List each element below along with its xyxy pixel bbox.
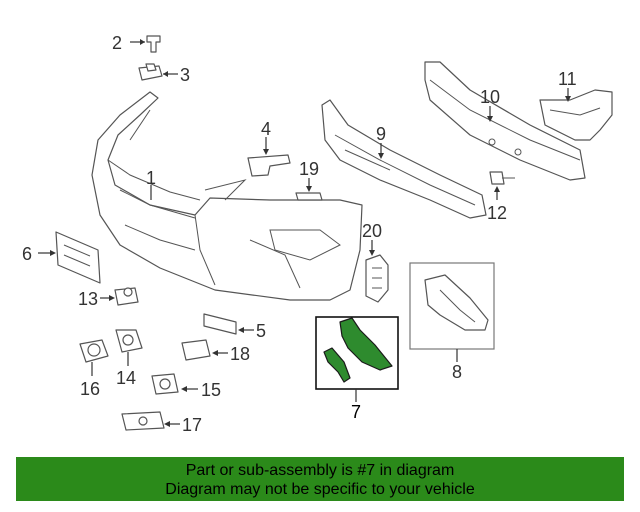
callout-11: 11 [558,69,577,89]
callout-10: 10 [480,87,500,107]
part-10-beam [424,61,586,181]
part-18-clip [181,339,228,361]
callout-8: 8 [452,362,462,382]
callout-19: 19 [299,159,319,179]
callout-18: 18 [230,344,250,364]
part-13-sensor [100,287,139,306]
part-2-clip [130,35,161,53]
part-9-absorber [321,99,487,219]
callout-9: 9 [376,124,386,144]
callout-16: 16 [80,379,100,399]
part-15-holder [151,373,198,395]
part-7-highlighted [315,316,399,402]
part-8-box [409,262,495,362]
callout-3: 3 [180,65,190,85]
part-17-bracket [121,411,180,431]
callout-15: 15 [201,380,221,400]
part-16-sensor [79,339,109,376]
part-4-bracket [247,137,291,177]
part-19-pad [295,178,323,201]
part-12-bolt [489,171,515,200]
callout-17: 17 [182,415,202,435]
part-5-strip [203,313,254,335]
callout-5: 5 [256,321,266,341]
part-1-bumper-cover [91,91,363,301]
callout-4: 4 [261,119,271,139]
callout-12: 12 [487,203,507,223]
part-3-retainer [138,63,178,81]
callout-2: 2 [112,33,122,53]
callout-1: 1 [146,168,156,188]
banner-line-2: Diagram may not be specific to your vehi… [165,481,475,498]
callout-13: 13 [78,289,98,309]
callout-6: 6 [22,244,32,264]
part-11-arm [539,88,613,141]
callout-20: 20 [362,221,382,241]
part-14-retainer [115,329,143,366]
callout-14: 14 [116,368,136,388]
info-banner: Part or sub-assembly is #7 in diagram Di… [16,457,624,501]
banner-line-1: Part or sub-assembly is #7 in diagram [185,462,455,479]
part-6-plate [38,231,101,284]
part-20-holder [365,240,389,303]
callout-7: 7 [351,402,361,422]
